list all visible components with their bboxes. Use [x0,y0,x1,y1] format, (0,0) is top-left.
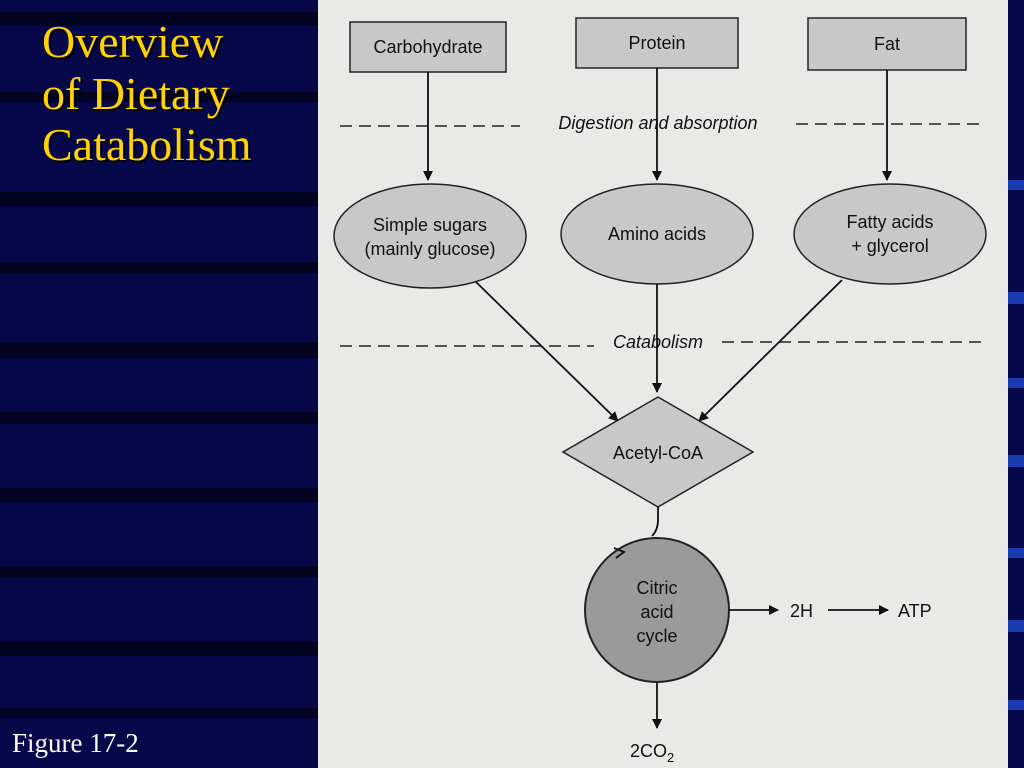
product-amino-acids: Amino acids [560,183,754,285]
cycle-direction-arrow [613,547,626,559]
product-amino-acids-line1: Amino acids [608,224,706,244]
arrow-sugars-acetylcoa [475,281,619,422]
product-simple-sugars-line2: (mainly glucose) [364,239,495,259]
stage-label-catabolism: Catabolism [613,332,703,352]
output-atp: ATP [898,601,932,621]
stage-divider-catabolism: Catabolism [340,332,986,352]
product-fatty-acids: Fatty acids + glycerol [793,183,987,285]
arrow-fattyacids-acetylcoa [698,279,843,422]
source-box-protein: Protein [575,17,739,69]
title-line-2: of Dietary [42,67,230,119]
output-co2: 2CO2 [630,741,674,765]
stage-label-digestion: Digestion and absorption [558,113,757,133]
output-2h: 2H [790,601,813,621]
slide-title: Overview of Dietary Catabolism [42,16,322,171]
product-fatty-acids-line2: + glycerol [851,236,929,256]
cycle-label-line3: cycle [636,626,677,646]
source-box-fat: Fat [807,17,967,71]
output-co2-subscript: 2 [667,750,674,765]
hub-acetyl-coa-label: Acetyl-CoA [613,443,703,463]
catabolism-diagram: Carbohydrate Protein Fat Digestion and a… [333,17,987,765]
cycle-label-line2: acid [640,602,673,622]
product-simple-sugars-line1: Simple sugars [373,215,487,235]
cycle-label-line1: Citric [637,578,678,598]
output-co2-main: 2CO [630,741,667,761]
source-label-fat: Fat [874,34,900,54]
source-label-protein: Protein [628,33,685,53]
connector-acetylcoa-cycle [651,507,659,537]
figure-caption: Figure 17-2 [12,728,139,758]
citric-acid-cycle: Citric acid cycle [584,537,730,683]
hub-acetyl-coa: Acetyl-CoA [561,396,755,508]
title-line-1: Overview [42,16,224,67]
title-line-3: Catabolism [42,119,252,171]
product-simple-sugars: Simple sugars (mainly glucose) [333,183,527,289]
product-fatty-acids-line1: Fatty acids [846,212,933,232]
source-box-carbohydrate: Carbohydrate [349,21,507,73]
stage-divider-digestion: Digestion and absorption [340,113,986,133]
source-label-carbohydrate: Carbohydrate [373,37,482,57]
figure-panel: Carbohydrate Protein Fat Digestion and a… [318,0,1008,768]
